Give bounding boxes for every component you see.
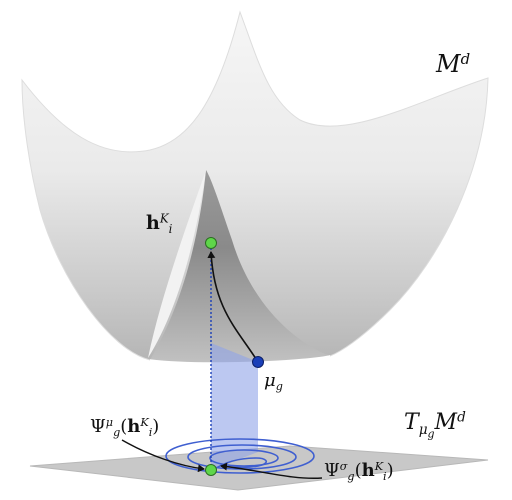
- psi-sigma-label: Ψσg(hKi): [324, 459, 394, 483]
- manifold-label-base: M: [436, 50, 461, 78]
- psi-sigma-arg-sup: K: [374, 459, 384, 473]
- tangent-label-mid: M: [434, 410, 458, 435]
- psi-mu-sup: μ: [105, 415, 114, 429]
- manifold-fold: [150, 170, 330, 365]
- tangent-label-sub-base: μ: [418, 421, 428, 438]
- psi-mu-arg-sub: i: [148, 425, 153, 439]
- point-hk: [205, 237, 217, 249]
- manifold-label-sup: d: [460, 49, 471, 68]
- psi-mu-symbol: Ψ: [90, 416, 106, 437]
- psi-sigma-close: ): [386, 460, 394, 481]
- psi-mu-sub: g: [113, 425, 121, 439]
- psi-sigma-sup: σ: [339, 459, 348, 473]
- point-hk-label-sub: i: [168, 222, 173, 237]
- psi-mu-label: Ψμg(hKi): [90, 415, 160, 439]
- point-mu-label-sub: g: [275, 379, 283, 393]
- tangent-label-sup: d: [457, 409, 466, 426]
- psi-mu-arrow: [121, 439, 205, 473]
- point-hk-label-base: h: [146, 212, 160, 234]
- tangent-space-label: TμgMd: [404, 409, 466, 439]
- tangent-label-base: T: [404, 410, 419, 435]
- point-tangent: [205, 464, 217, 476]
- psi-sigma-arrow: [220, 462, 323, 479]
- manifold-rim: [149, 355, 331, 367]
- geodesic-arrow: [207, 251, 259, 363]
- manifold-label: Md: [436, 49, 471, 78]
- psi-sigma-arg: h: [361, 460, 375, 481]
- psi-mu-open: (: [120, 416, 128, 437]
- point-mu-g: [252, 356, 264, 368]
- psi-mu-close: ): [152, 416, 160, 437]
- projection-column: [211, 343, 258, 470]
- contour-ellipse-inner: [209, 449, 279, 467]
- contour-spiral: [212, 457, 268, 471]
- contour-ellipse-outer: [165, 438, 315, 474]
- point-mu-label: μg: [264, 370, 283, 393]
- psi-sigma-open: (: [354, 460, 362, 481]
- tangent-label-sub-sub: g: [427, 427, 435, 441]
- psi-mu-arg-sup: K: [140, 415, 149, 429]
- point-hk-label: hKi: [146, 211, 173, 237]
- point-hk-label-sup: K: [159, 211, 169, 226]
- psi-sigma-arg-sub: i: [383, 469, 387, 483]
- manifold-surface: [21, 10, 489, 365]
- point-mu-label-base: μ: [264, 370, 276, 391]
- psi-sigma-sub: g: [347, 469, 355, 483]
- manifold-ridge: [148, 170, 206, 358]
- psi-sigma-symbol: Ψ: [324, 460, 340, 481]
- psi-mu-arg: h: [127, 416, 141, 437]
